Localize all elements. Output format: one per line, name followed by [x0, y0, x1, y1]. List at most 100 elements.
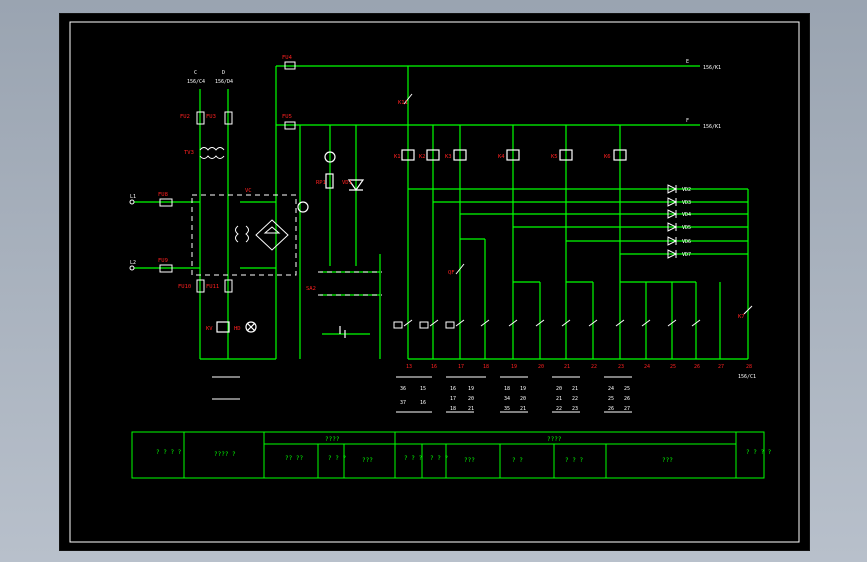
node-label: 13 [406, 364, 412, 370]
fuse-fu11 [224, 279, 233, 293]
bridge-rectifier [255, 219, 289, 251]
table-cell: 19 [468, 386, 474, 392]
meter-circle-2 [297, 201, 309, 213]
label-qf: QF [448, 270, 455, 276]
table-cell: 20 [468, 396, 474, 402]
node-label: 20 [538, 364, 544, 370]
label-c: C [194, 70, 197, 76]
table-cell: 25 [624, 386, 630, 392]
label-l1: L1 [130, 194, 136, 200]
label-vd3: VD3 [682, 200, 691, 206]
title-col2: ???? ? [214, 451, 236, 458]
table-cell: 21 [520, 406, 526, 412]
relay-k3-coil [453, 149, 467, 161]
label-vd7: VD7 [682, 252, 691, 258]
title-cell: ? ? ? [404, 455, 422, 462]
table-cell: 22 [572, 396, 578, 402]
table-cell: 21 [468, 406, 474, 412]
label-k5: K5 [551, 154, 558, 160]
relay-k1-coil [401, 149, 415, 161]
transformer-coil [199, 147, 225, 159]
label-k4: K4 [498, 154, 505, 160]
label-bottom-ref: 156/C1 [738, 374, 756, 380]
label-fu3: FU3 [206, 114, 216, 120]
title-cell: ? ? ? [430, 455, 448, 462]
label-k7: K7 [738, 314, 745, 320]
table-cell: 19 [520, 386, 526, 392]
led-vd3 [667, 197, 678, 207]
label-fu10: FU10 [178, 284, 191, 290]
table-cell: 16 [450, 386, 456, 392]
node-label: 26 [694, 364, 700, 370]
label-rp1: RP1 [316, 180, 326, 186]
table-cell: 27 [624, 406, 630, 412]
led-vd5 [667, 222, 678, 232]
node-label: 25 [670, 364, 676, 370]
relay-k6-coil [613, 149, 627, 161]
table-cell: 15 [420, 386, 426, 392]
title-cell: ??? [662, 457, 673, 464]
lamp-hd [245, 321, 257, 333]
label-vd4: VD4 [682, 212, 691, 218]
label-ref-c: 156/C4 [187, 79, 205, 85]
relay-k4-coil [506, 149, 520, 161]
table-cell: 25 [608, 396, 614, 402]
node-label: 24 [644, 364, 650, 370]
meter-circle [324, 151, 336, 163]
label-rail-f: F [686, 118, 689, 124]
title-cell: ? ? ? [328, 455, 346, 462]
node-label: 19 [511, 364, 517, 370]
table-cell: 34 [504, 396, 510, 402]
node-label: 17 [458, 364, 464, 370]
table-cell: 20 [520, 396, 526, 402]
table-cell: 17 [450, 396, 456, 402]
node-label: 28 [746, 364, 752, 370]
label-l2: L2 [130, 260, 136, 266]
table-cell: 18 [450, 406, 456, 412]
fuse-fu4 [284, 61, 296, 70]
table-cell: 22 [556, 406, 562, 412]
label-k1: K1 [394, 154, 401, 160]
node-label: 21 [564, 364, 570, 370]
relay-k2-coil [426, 149, 440, 161]
zener-vd1 [347, 179, 365, 192]
relay-k5-coil [559, 149, 573, 161]
table-cell: 36 [400, 386, 406, 392]
title-cell: ? ? ? ? [746, 449, 772, 456]
led-vd4 [667, 209, 678, 219]
table-cell: 24 [608, 386, 614, 392]
node-label: 16 [431, 364, 437, 370]
label-k2: K2 [419, 154, 426, 160]
table-cell: 21 [556, 396, 562, 402]
node-label: 23 [618, 364, 624, 370]
title-cell: ?? ?? [285, 455, 303, 462]
table-cell: 23 [572, 406, 578, 412]
title-cell: ? ? [512, 457, 523, 464]
label-fu8: FU8 [158, 192, 168, 198]
fuse-fu10 [196, 279, 205, 293]
label-rail-f-ref: 156/K1 [703, 124, 721, 130]
label-vd2: VD2 [682, 187, 691, 193]
label-d: D [222, 70, 225, 76]
title-cell: ? ? ? [565, 457, 583, 464]
bridge-enclosure [191, 194, 297, 276]
label-k3: K3 [445, 154, 452, 160]
fuse-fu5 [284, 121, 296, 130]
table-cell: 18 [504, 386, 510, 392]
label-vd5: VD5 [682, 225, 691, 231]
title-header-b: ???? [547, 436, 562, 443]
table-cell: 21 [572, 386, 578, 392]
fuse-fu9 [159, 264, 173, 273]
label-fu5: FU5 [282, 114, 292, 120]
node-label: 27 [718, 364, 724, 370]
resistor-rp1 [325, 173, 334, 189]
label-ref-d: 156/D4 [215, 79, 233, 85]
fuse-fu3 [224, 111, 233, 125]
table-cell: 16 [420, 400, 426, 406]
label-tv3: TV3 [184, 150, 194, 156]
label-vc: VC [245, 188, 252, 194]
title-header-a: ???? [325, 436, 340, 443]
label-fu9: FU9 [158, 258, 168, 264]
title-cell: ??? [464, 457, 475, 464]
